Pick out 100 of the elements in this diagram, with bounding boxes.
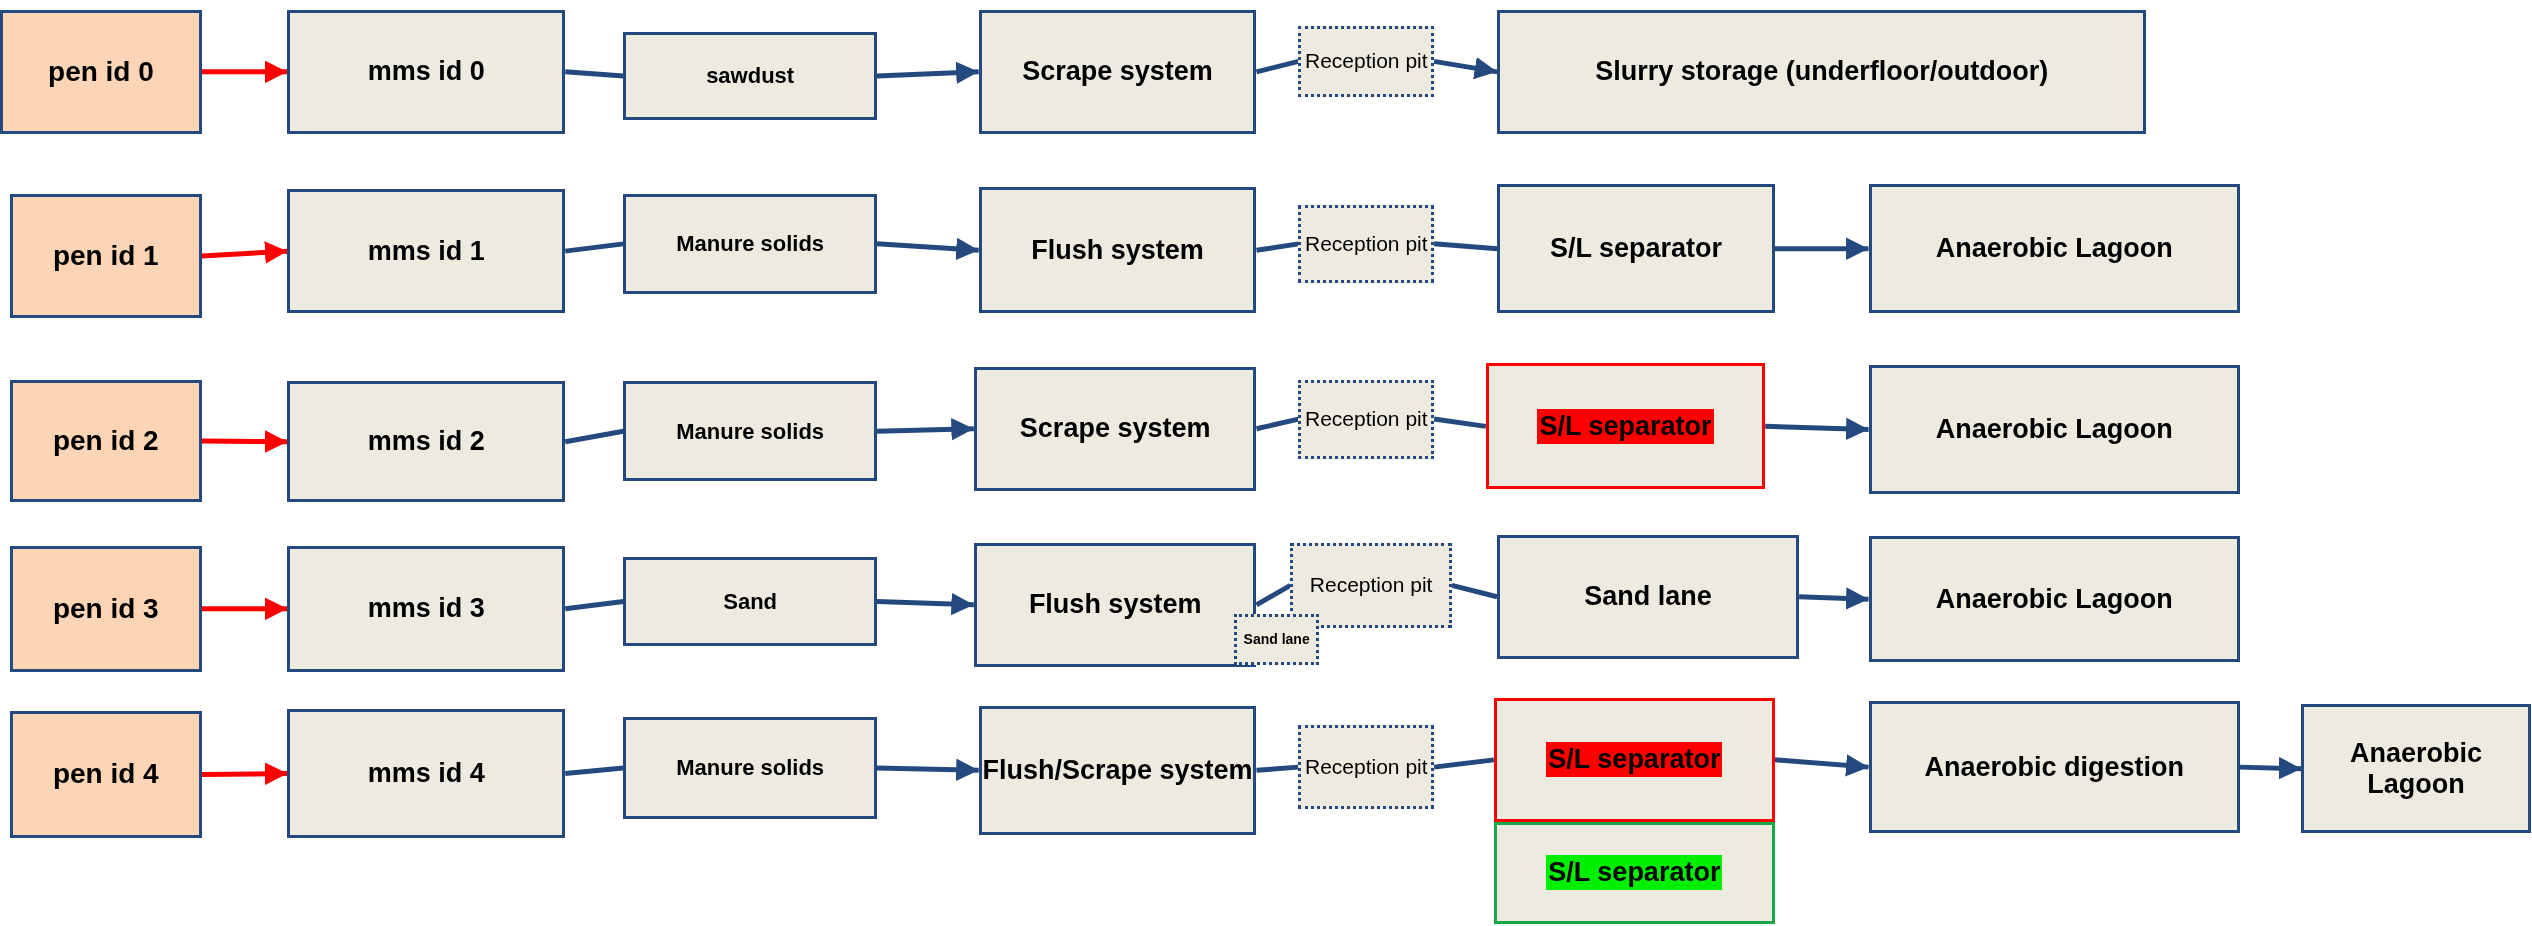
box-label: Sand lane — [1243, 631, 1310, 648]
arrow — [1774, 237, 1869, 260]
arrow — [1433, 57, 1498, 80]
process-box — [978, 9, 1257, 135]
arrow — [1774, 754, 1869, 777]
material-box — [623, 32, 877, 120]
arrow — [201, 597, 288, 621]
pit-box — [1298, 205, 1435, 283]
box-label: Sand — [723, 588, 778, 615]
material-box — [623, 193, 877, 294]
box-label: Anaerobic Lagoon — [1935, 414, 2173, 446]
arrow — [201, 762, 288, 786]
pen-box — [9, 545, 202, 672]
connector-line — [1451, 583, 1498, 600]
material-box — [623, 717, 877, 819]
box-label: Anaerobic Lagoon — [1935, 233, 2173, 265]
box-label: Manure solids — [676, 231, 825, 257]
box-label: Flush system — [1031, 234, 1204, 266]
pen-box — [9, 379, 202, 503]
arrow — [1765, 417, 1869, 441]
process-box — [287, 9, 566, 135]
connector-line — [564, 241, 624, 254]
process-box — [1868, 184, 2240, 314]
box-label: Sand lane — [1584, 581, 1712, 613]
box-label: S/L separator — [1537, 408, 1714, 444]
connector-line — [1255, 58, 1300, 75]
box-label: Reception pit — [1305, 407, 1428, 432]
box-label: Anaerobic Lagoon — [2349, 737, 2484, 800]
box-label: pen id 3 — [52, 592, 159, 625]
box-label: Reception pit — [1305, 755, 1428, 780]
arrow — [876, 61, 979, 84]
arrow — [201, 430, 288, 453]
pit-box — [1298, 725, 1435, 810]
pit-box — [1233, 613, 1320, 666]
box-label: S/L separator — [1549, 233, 1722, 265]
box-label: pen id 2 — [52, 424, 159, 457]
material-box — [623, 381, 877, 482]
box-label: pen id 4 — [52, 758, 159, 791]
process-box — [287, 545, 566, 672]
box-label: S/L separator — [1546, 855, 1723, 891]
process-box — [1868, 700, 2240, 834]
connector-line — [565, 765, 624, 777]
process-box — [1868, 536, 2240, 663]
process-box — [1497, 534, 1800, 659]
box-label: Scrape system — [1022, 56, 1213, 88]
connector-line — [565, 69, 624, 79]
box-label: Flush system — [1028, 589, 1202, 621]
pit-box — [1290, 542, 1452, 629]
arrow — [2239, 756, 2302, 780]
arrow — [1799, 587, 1869, 610]
process-box — [1497, 9, 2147, 135]
process-box — [2301, 704, 2531, 834]
pen-box — [9, 710, 202, 839]
box-label: Flush/Scrape system — [982, 754, 1253, 786]
box-label: pen id 1 — [52, 239, 159, 273]
pen-box — [9, 193, 202, 319]
box-label: mms id 3 — [367, 593, 485, 625]
pen-box — [0, 9, 202, 135]
process-box — [978, 187, 1257, 314]
process-box — [1868, 365, 2240, 495]
connector-line — [1255, 583, 1292, 607]
pit-box — [1298, 25, 1435, 97]
arrow — [201, 60, 288, 84]
box-label: Manure solids — [676, 755, 825, 781]
box-label: mms id 4 — [367, 758, 485, 790]
connector-line — [1255, 416, 1300, 432]
connector-line — [1433, 416, 1487, 429]
process-box — [1493, 822, 1775, 924]
box-label: Anaerobic digestion — [1924, 751, 2185, 783]
connector-line — [1256, 764, 1299, 773]
connector-line — [1433, 757, 1495, 770]
box-label: Slurry storage (underfloor/outdoor) — [1595, 56, 2049, 88]
arrow — [876, 418, 974, 441]
box-label: Scrape system — [1019, 413, 1211, 445]
process-box — [287, 188, 566, 314]
process-box — [978, 705, 1257, 835]
connector-line — [1256, 241, 1299, 253]
connector-line — [564, 599, 624, 612]
arrow — [876, 237, 979, 261]
process-box — [973, 366, 1257, 491]
process-box — [287, 709, 566, 839]
box-label: Anaerobic Lagoon — [1935, 583, 2173, 615]
arrow — [876, 592, 974, 616]
material-box — [623, 557, 877, 646]
arrow — [876, 758, 979, 782]
box-label: mms id 1 — [367, 235, 485, 267]
box-label: Reception pit — [1305, 49, 1428, 74]
process-box — [1485, 363, 1766, 490]
connector-line — [564, 428, 624, 445]
arrow — [201, 241, 288, 264]
box-label: pen id 0 — [48, 55, 154, 88]
box-label: mms id 0 — [367, 56, 485, 88]
box-label: sawdust — [706, 63, 795, 89]
process-box — [287, 381, 566, 503]
box-label: S/L separator — [1546, 742, 1723, 778]
process-box — [1497, 184, 1775, 314]
box-label: Manure solids — [676, 418, 825, 444]
box-label: mms id 2 — [367, 426, 485, 458]
connector-line — [1433, 241, 1498, 252]
process-box — [1493, 697, 1775, 822]
